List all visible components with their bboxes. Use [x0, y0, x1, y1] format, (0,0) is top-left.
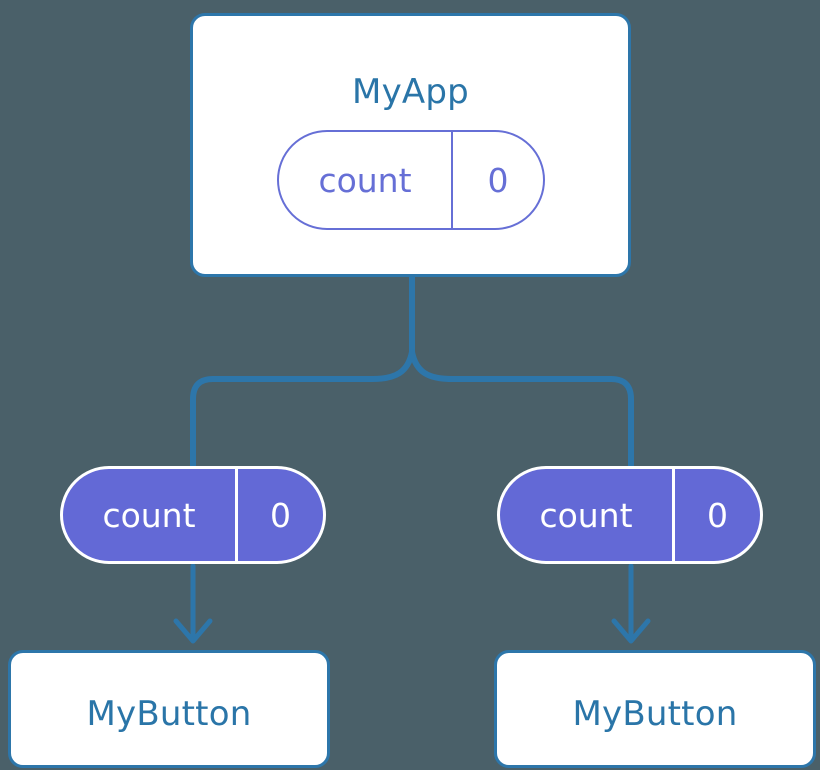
arrow-head-left-icon — [173, 618, 213, 644]
component-title-mybutton: MyButton — [572, 694, 738, 734]
state-pill-value: 0 — [672, 469, 760, 561]
component-box-mybutton-right[interactable]: MyButton — [494, 650, 816, 768]
branch-line-right — [409, 349, 634, 469]
state-pill-key: count — [318, 160, 412, 200]
state-pill-key: count — [102, 495, 196, 535]
state-pill-myapp[interactable]: count 0 — [277, 130, 545, 230]
state-pill-left[interactable]: count 0 — [60, 466, 326, 564]
state-pill-key: count — [539, 495, 633, 535]
state-pill-right[interactable]: count 0 — [497, 466, 763, 564]
state-pill-value: 0 — [235, 469, 323, 561]
branch-line-left — [190, 349, 415, 469]
component-title-mybutton: MyButton — [86, 694, 252, 734]
arrow-head-right-icon — [611, 618, 651, 644]
component-box-mybutton-left[interactable]: MyButton — [8, 650, 330, 768]
component-title-myapp: MyApp — [352, 72, 469, 112]
state-pill-value: 0 — [451, 132, 543, 228]
